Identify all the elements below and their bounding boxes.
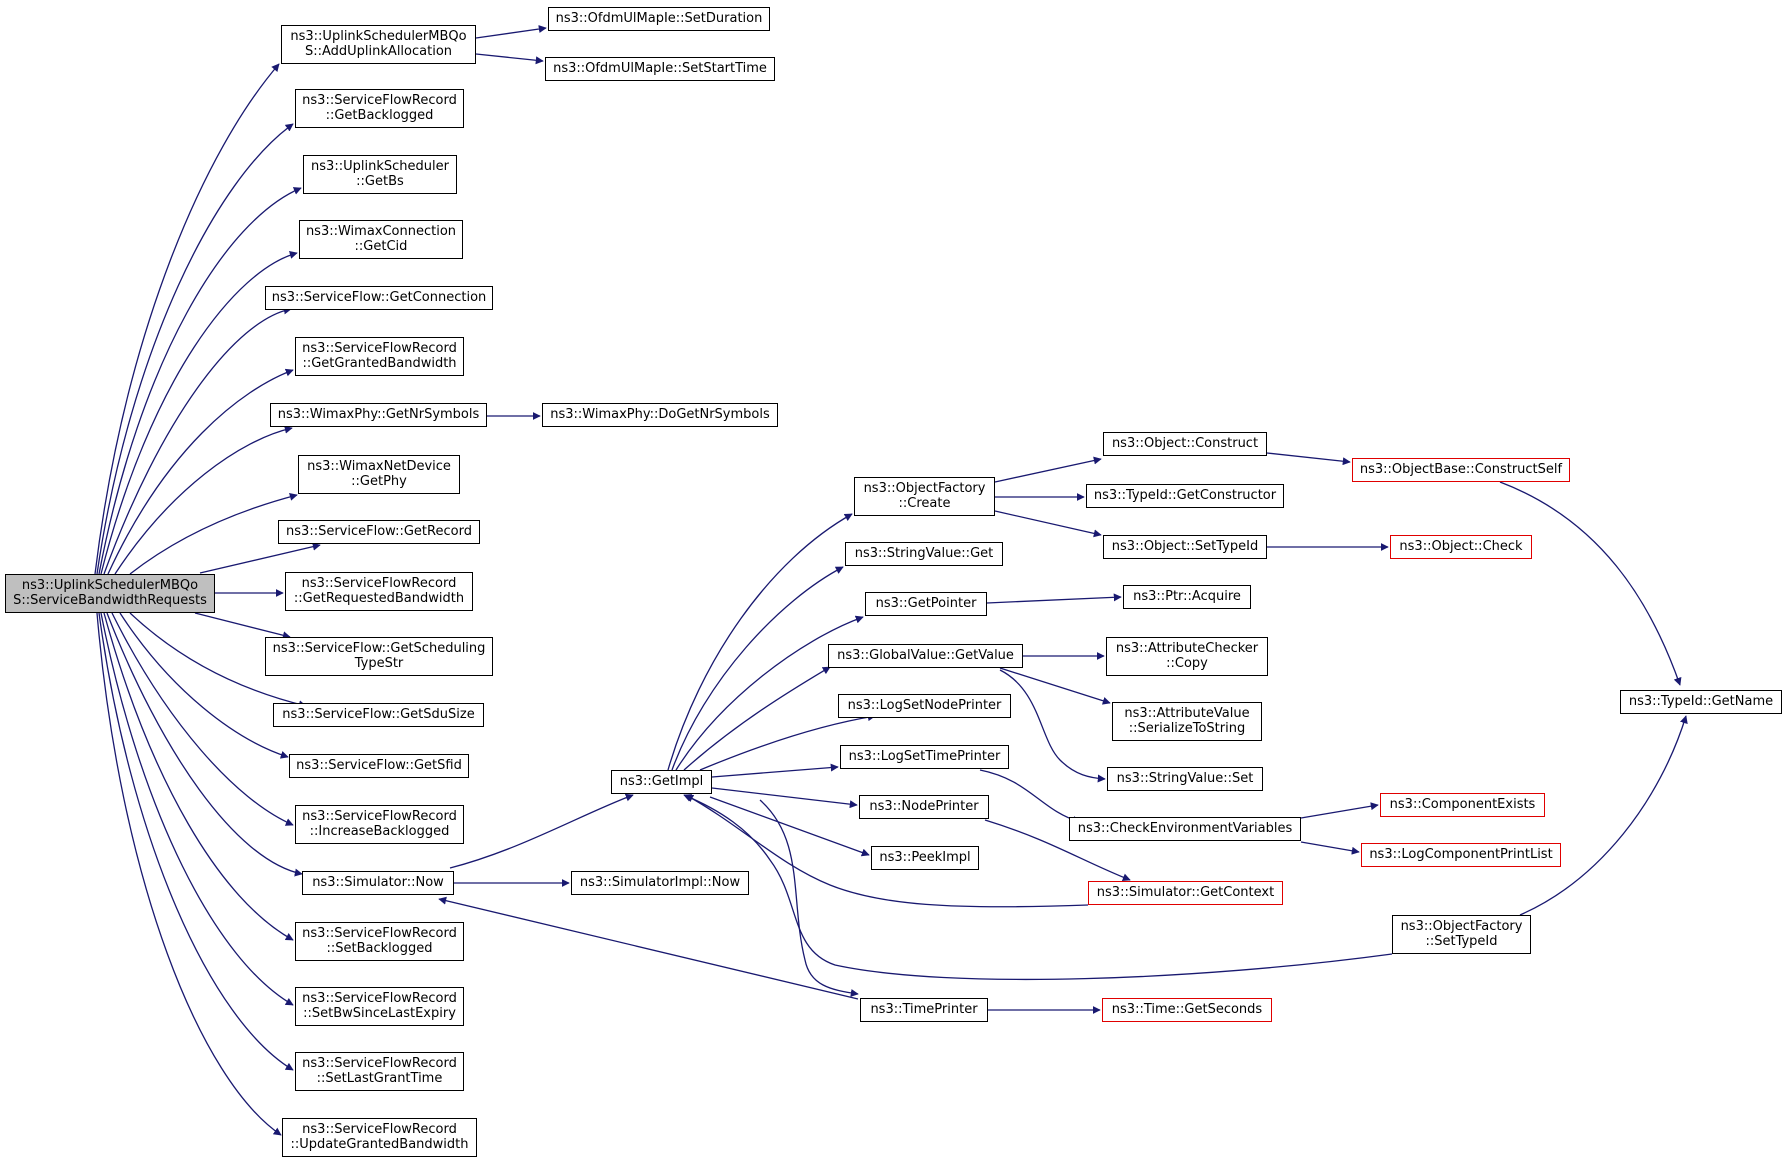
node-setDuration[interactable]: ns3::OfdmUlMapIe::SetDuration <box>548 7 770 31</box>
edge-root-to-updateGrantedBw <box>96 612 282 1136</box>
edge-root-to-getCid <box>100 251 298 575</box>
node-logSetTime[interactable]: ns3::LogSetTimePrinter <box>840 745 1009 769</box>
edge-getImpl-to-peekImpl <box>709 796 870 857</box>
edge-gvGetValue-to-attrValueSer <box>999 667 1111 705</box>
node-simImplNow[interactable]: ns3::SimulatorImpl::Now <box>571 871 749 895</box>
node-gvGetValue[interactable]: ns3::GlobalValue::GetValue <box>828 644 1023 668</box>
node-peekImpl[interactable]: ns3::PeekImpl <box>871 846 979 870</box>
node-getGrantedBw[interactable]: ns3::ServiceFlowRecord ::GetGrantedBandw… <box>295 337 464 376</box>
edge-simGetContext-to-getImpl <box>685 794 1089 908</box>
edge-root-to-addUplink <box>94 63 280 575</box>
node-setLastGrant[interactable]: ns3::ServiceFlowRecord ::SetLastGrantTim… <box>295 1052 464 1091</box>
edge-root-to-getSfid <box>119 612 289 759</box>
edge-getImpl-to-ofCreate <box>667 513 853 771</box>
node-setStartTime[interactable]: ns3::OfdmUlMapIe::SetStartTime <box>545 57 775 81</box>
edge-root-to-simNow <box>106 612 303 877</box>
edge-getImpl-to-nodePrinter <box>711 787 858 809</box>
node-objBaseConstructSelf[interactable]: ns3::ObjectBase::ConstructSelf <box>1352 458 1570 482</box>
edge-getImpl-to-svGet <box>671 566 844 771</box>
node-simNow[interactable]: ns3::Simulator::Now <box>302 871 454 895</box>
node-attrValueSer[interactable]: ns3::AttributeValue ::SerializeToString <box>1112 702 1262 741</box>
edges <box>94 25 1688 1136</box>
edge-root-to-getBacklogged <box>96 123 294 575</box>
edge-root-to-getNrSymbols <box>114 425 293 575</box>
node-objSetTypeId[interactable]: ns3::Object::SetTypeId <box>1103 535 1267 559</box>
edge-root-to-increaseBacklogged <box>111 612 294 826</box>
edge-root-to-getConnection <box>103 306 292 575</box>
edge-root-to-getBs <box>98 187 302 575</box>
edge-getImpl-to-gvGetValue <box>683 666 831 771</box>
node-timePrinter[interactable]: ns3::TimePrinter <box>860 998 988 1022</box>
node-ptrAcquire[interactable]: ns3::Ptr::Acquire <box>1123 585 1251 609</box>
edge-objConstruct-to-constructSelf <box>1266 452 1351 466</box>
node-getSfid[interactable]: ns3::ServiceFlow::GetSfid <box>289 754 469 778</box>
node-attrCheckerCopy[interactable]: ns3::AttributeChecker ::Copy <box>1106 637 1268 676</box>
edge-getImpl-to-logSetNode <box>699 713 876 771</box>
node-objCheck[interactable]: ns3::Object::Check <box>1390 535 1532 559</box>
edge-checkEnv-to-componentExists <box>1300 802 1379 819</box>
edge-logSetTime-to-checkEnv <box>979 769 1081 824</box>
edge-root-to-getRecord <box>199 542 321 574</box>
node-setBacklogged[interactable]: ns3::ServiceFlowRecord ::SetBacklogged <box>295 922 464 961</box>
node-getSchedTypeStr[interactable]: ns3::ServiceFlow::GetScheduling TypeStr <box>265 637 493 676</box>
node-logComponentPrintList[interactable]: ns3::LogComponentPrintList <box>1361 843 1561 867</box>
node-svGet[interactable]: ns3::StringValue::Get <box>845 542 1003 566</box>
node-setBwSince[interactable]: ns3::ServiceFlowRecord ::SetBwSinceLastE… <box>295 987 464 1026</box>
edge-constructSelf-to-typeIdGetName <box>1499 481 1682 686</box>
edge-addUplink-to-setDuration <box>475 25 547 39</box>
edge-ofSetTypeId-to-typeIdGetName <box>1519 715 1688 916</box>
node-getRecord[interactable]: ns3::ServiceFlow::GetRecord <box>278 520 480 544</box>
edge-simNow-to-getImpl <box>449 793 634 869</box>
edge-root-to-setLastGrant <box>98 612 294 1071</box>
node-getRequestedBw[interactable]: ns3::ServiceFlowRecord ::GetRequestedBan… <box>285 572 473 611</box>
edge-root-to-getPhy <box>129 492 298 575</box>
edge-getImpl-to-logSetTime <box>711 763 839 778</box>
node-logSetNode[interactable]: ns3::LogSetNodePrinter <box>838 694 1011 718</box>
node-nodePrinter[interactable]: ns3::NodePrinter <box>859 795 989 819</box>
node-timeGetSeconds[interactable]: ns3::Time::GetSeconds <box>1102 998 1272 1022</box>
node-objConstruct[interactable]: ns3::Object::Construct <box>1103 432 1267 456</box>
edge-timePrinter-to-simNow <box>438 896 859 1000</box>
edge-getImpl-to-timePrinter <box>759 799 859 997</box>
node-getCid[interactable]: ns3::WimaxConnection ::GetCid <box>299 220 463 259</box>
edge-getImpl-to-getPointer <box>675 615 864 771</box>
edge-root-to-getGrantedBw <box>107 368 294 575</box>
node-ofCreate[interactable]: ns3::ObjectFactory ::Create <box>854 477 995 516</box>
node-componentExists[interactable]: ns3::ComponentExists <box>1380 793 1545 817</box>
node-getPhy[interactable]: ns3::WimaxNetDevice ::GetPhy <box>298 455 460 494</box>
node-getBs[interactable]: ns3::UplinkScheduler ::GetBs <box>303 155 457 194</box>
edge-ofCreate-to-objSetTypeId <box>994 510 1102 538</box>
node-getSduSize[interactable]: ns3::ServiceFlow::GetSduSize <box>273 703 484 727</box>
node-increaseBacklogged[interactable]: ns3::ServiceFlowRecord ::IncreaseBacklog… <box>295 805 464 844</box>
edge-root-to-setBacklogged <box>103 612 294 941</box>
node-updateGrantedBw[interactable]: ns3::ServiceFlowRecord ::UpdateGrantedBa… <box>282 1118 477 1157</box>
node-getNrSymbols[interactable]: ns3::WimaxPhy::GetNrSymbols <box>270 403 487 427</box>
node-getBacklogged[interactable]: ns3::ServiceFlowRecord ::GetBacklogged <box>295 89 464 128</box>
edge-nodePrinter-to-simGetContext <box>984 819 1131 882</box>
node-typeIdGetName[interactable]: ns3::TypeId::GetName <box>1620 690 1782 714</box>
edge-getPointer-to-ptrAcquire <box>986 593 1122 604</box>
node-getConnection[interactable]: ns3::ServiceFlow::GetConnection <box>265 286 493 310</box>
edge-ofSetTypeId-to-getImpl <box>683 794 1393 981</box>
node-doGetNrSymbols[interactable]: ns3::WimaxPhy::DoGetNrSymbols <box>542 403 778 427</box>
node-getImpl[interactable]: ns3::GetImpl <box>611 770 712 794</box>
edge-ofCreate-to-objConstruct <box>994 456 1102 483</box>
node-root[interactable]: ns3::UplinkSchedulerMBQo S::ServiceBandw… <box>5 574 215 613</box>
node-getConstructor[interactable]: ns3::TypeId::GetConstructor <box>1086 484 1284 508</box>
edge-root-to-getSduSize <box>129 612 307 709</box>
node-getPointer[interactable]: ns3::GetPointer <box>865 592 987 616</box>
edge-gvGetValue-to-svSet <box>999 669 1106 783</box>
edge-root-to-setBwSince <box>100 612 294 1006</box>
node-addUplink[interactable]: ns3::UplinkSchedulerMBQo S::AddUplinkAll… <box>281 25 476 64</box>
node-ofSetTypeId[interactable]: ns3::ObjectFactory ::SetTypeId <box>1392 915 1531 954</box>
node-checkEnv[interactable]: ns3::CheckEnvironmentVariables <box>1069 817 1301 841</box>
node-svSet[interactable]: ns3::StringValue::Set <box>1107 767 1263 791</box>
edge-root-to-getSchedTypeStr <box>194 612 291 640</box>
edge-checkEnv-to-logComponentPrintList <box>1300 841 1360 855</box>
edge-addUplink-to-setStartTime <box>475 53 544 65</box>
node-simGetContext[interactable]: ns3::Simulator::GetContext <box>1088 881 1283 905</box>
